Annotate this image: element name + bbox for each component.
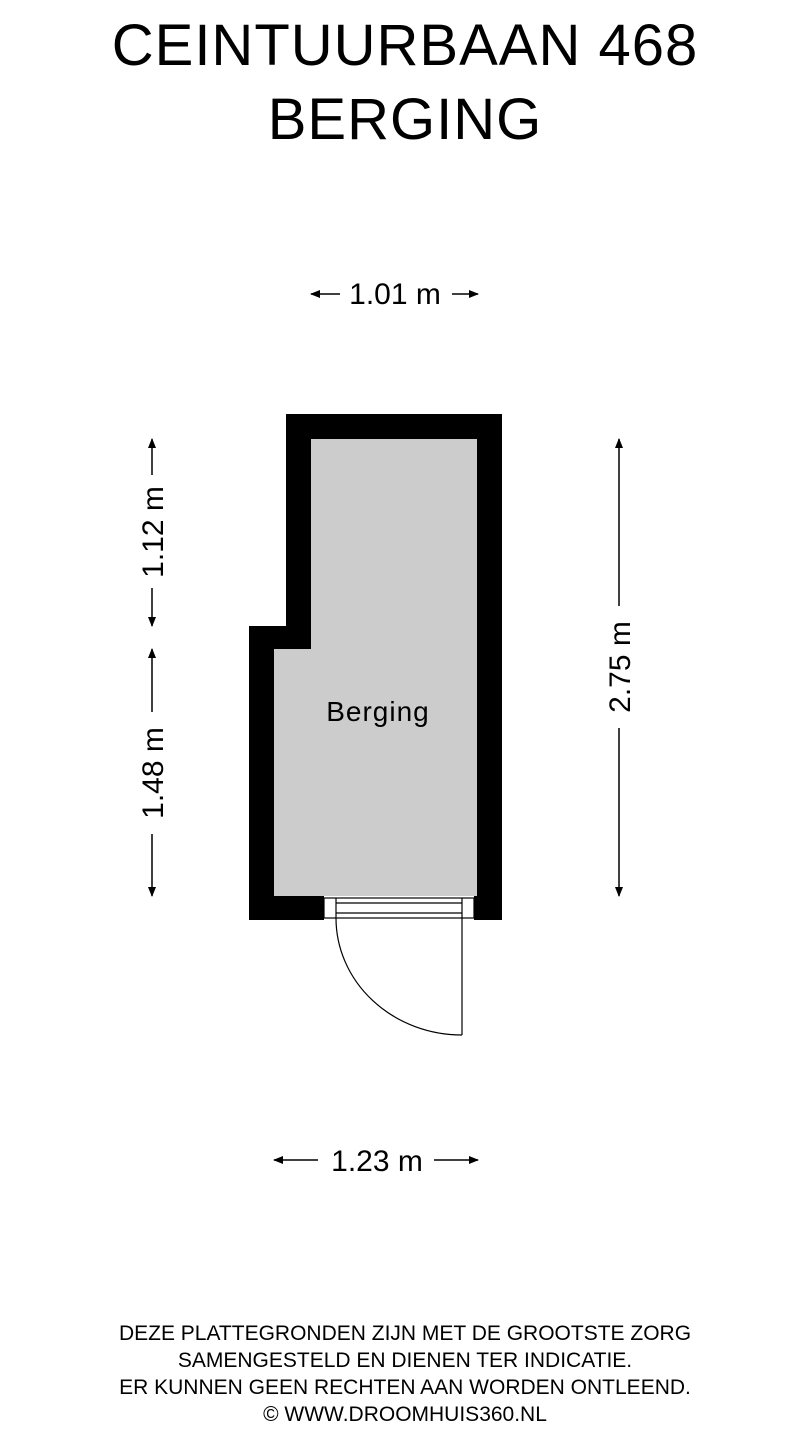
door-opening <box>324 896 474 920</box>
door-swing <box>335 917 463 1036</box>
disclaimer-line: DEZE PLATTEGRONDEN ZIJN MET DE GROOTSTE … <box>118 1322 692 1345</box>
disclaimer-line: ER KUNNEN GEEN RECHTEN AAN WORDEN ONTLEE… <box>119 1376 691 1399</box>
room-floor <box>274 439 477 896</box>
dimension-left-upper: 1.12 m <box>137 438 170 627</box>
page-subtitle: BERGING <box>267 87 543 152</box>
room-label: Berging <box>326 696 430 727</box>
dimension-label-top: 1.01 m <box>349 278 441 311</box>
dimension-label-left-upper: 1.12 m <box>137 486 170 578</box>
dimension-left-lower: 1.48 m <box>137 648 170 897</box>
disclaimer-line: SAMENGESTELD EN DIENEN TER INDICATIE. <box>177 1349 633 1372</box>
page-title: CEINTUURBAAN 468 <box>111 13 699 78</box>
dimension-label-bottom: 1.23 m <box>331 1145 423 1178</box>
dimension-label-left-lower: 1.48 m <box>137 727 170 819</box>
dimension-bottom-width: 1.23 m <box>273 1145 479 1178</box>
door-threshold <box>323 897 475 919</box>
disclaimer: DEZE PLATTEGRONDEN ZIJN MET DE GROOTSTE … <box>0 1320 810 1428</box>
dimension-right-total: 2.75 m <box>604 438 637 897</box>
dimension-label-right: 2.75 m <box>604 621 637 713</box>
copyright-link: © WWW.DROOMHUIS360.NL <box>263 1403 547 1426</box>
dimension-top-width: 1.01 m <box>310 278 479 311</box>
